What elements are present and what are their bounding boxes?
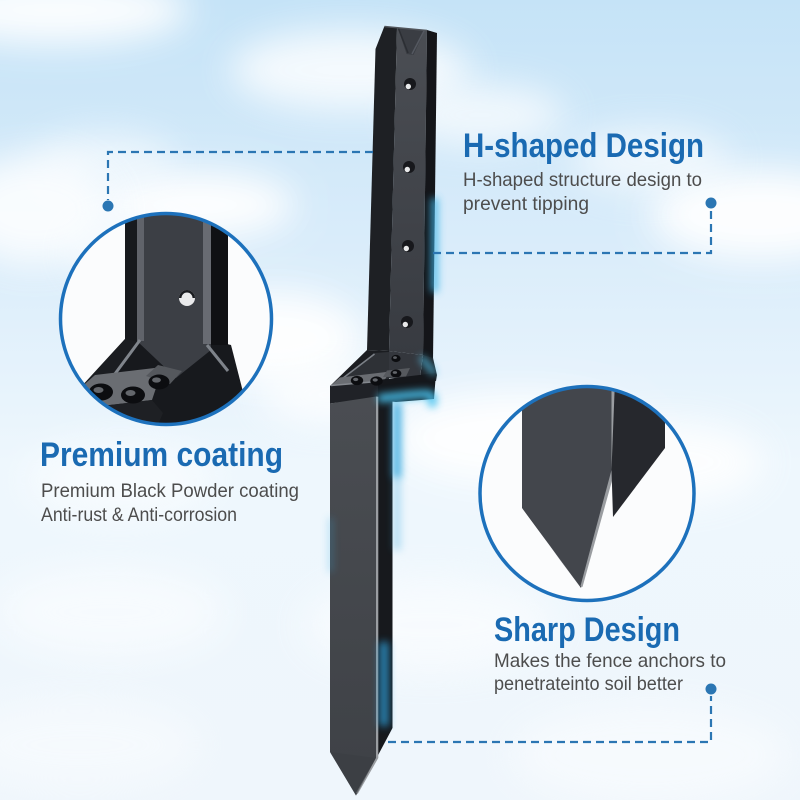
svg-text:penetrateinto soil better: penetrateinto soil better: [494, 673, 683, 695]
svg-text:prevent tipping: prevent tipping: [463, 193, 589, 215]
svg-text:Anti-rust & Anti-corrosion: Anti-rust & Anti-corrosion: [41, 504, 237, 526]
svg-text:H-shaped structure design to: H-shaped structure design to: [463, 169, 702, 191]
svg-text:H-shaped Design: H-shaped Design: [463, 127, 704, 165]
svg-text:Premium Black Powder coating: Premium Black Powder coating: [41, 480, 299, 502]
svg-text:Premium coating: Premium coating: [40, 436, 283, 474]
svg-text:Sharp Design: Sharp Design: [494, 611, 680, 649]
svg-text:Makes the fence anchors to: Makes the fence anchors to: [494, 650, 726, 672]
